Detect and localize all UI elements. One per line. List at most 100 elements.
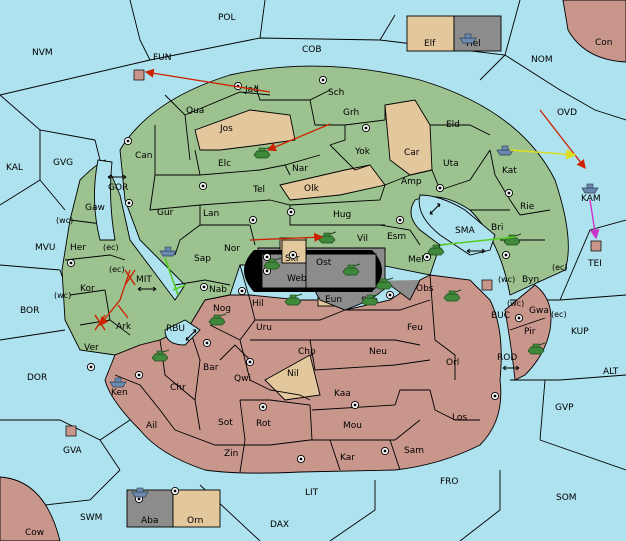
label-Byn: Byn (522, 275, 539, 285)
label-KAM: KAM (581, 194, 601, 204)
label-Feu: Feu (407, 323, 423, 333)
label-(wc): (wc) (498, 275, 515, 284)
sea-SMA-inlet[interactable] (418, 194, 496, 256)
label-Ark: Ark (116, 322, 132, 332)
label-GVA: GVA (63, 446, 83, 456)
label-Sot: Sot (218, 418, 233, 428)
label-Pir: Pir (524, 327, 536, 337)
label-TEI: TEI (587, 259, 602, 269)
label-DOR: DOR (27, 373, 47, 383)
territory-Jos[interactable] (194, 109, 296, 151)
label-Gur: Gur (157, 208, 174, 218)
label-Ken: Ken (111, 388, 128, 398)
label-Los: Los (452, 413, 467, 423)
label-FUN: FUN (153, 53, 172, 63)
label-Eun: Eun (325, 295, 342, 305)
label-MIT: MIT (136, 275, 152, 285)
label-Aba: Aba (141, 516, 158, 526)
sea-RBU-inlet[interactable] (164, 319, 201, 346)
label-Con: Con (595, 38, 613, 48)
label-(wc): (wc) (507, 299, 524, 308)
internal-borders-red (114, 264, 480, 473)
label-Obs: Obs (416, 284, 434, 294)
label-Elc: Elc (218, 159, 231, 169)
label-KAL: KAL (6, 163, 23, 173)
internal-borders (64, 84, 551, 336)
label-FRO: FRO (440, 477, 459, 487)
label-Hel: Hel (466, 39, 481, 49)
label-Esm: Esm (387, 232, 406, 242)
label-Can: Can (135, 151, 153, 161)
label-Grh: Grh (343, 108, 359, 118)
label-ROD: ROD (497, 353, 517, 363)
label-Mou: Mou (343, 421, 362, 431)
labels: POL NVM FUN COB NOM OVD KAL GVG GOR MVU … (6, 13, 619, 538)
label-GOR: GOR (108, 183, 128, 193)
label-Kar: Kar (340, 453, 355, 463)
label-Hug: Hug (333, 210, 351, 220)
label-Lan: Lan (203, 209, 219, 219)
label-Vil: Vil (357, 234, 368, 244)
label-Chr: Chr (170, 383, 186, 393)
label-Gwa: Gwa (529, 306, 549, 316)
label-Ost: Ost (316, 258, 332, 268)
label-(ec): (ec) (109, 265, 125, 274)
label-Orl: Orl (446, 358, 459, 368)
label-Ver: Ver (84, 343, 99, 353)
label-Bri: Bri (491, 223, 503, 233)
territory-Gwa-Pir[interactable] (504, 284, 552, 381)
label-Kat: Kat (502, 166, 517, 176)
label-Nog: Nog (213, 304, 231, 314)
sea-GOR-inlet[interactable] (94, 159, 116, 241)
label-Orn: Orn (187, 516, 203, 526)
territory-Elf[interactable] (406, 15, 455, 52)
label-Nor: Nor (224, 244, 240, 254)
label-Uta: Uta (443, 159, 459, 169)
territory-Hel[interactable] (453, 15, 502, 52)
label-Yok: Yok (354, 147, 371, 157)
label-Tel: Tel (252, 185, 265, 195)
label-Nil: Nil (287, 369, 299, 379)
label-RBU: RBU (166, 324, 185, 334)
label-Neu: Neu (369, 347, 387, 357)
label-BOR: BOR (20, 306, 39, 316)
label-Jos: Jos (219, 124, 233, 134)
label-Qwi: Qwi (234, 374, 251, 384)
label-Zin: Zin (224, 449, 238, 459)
label-Chp: Chp (298, 347, 316, 357)
label-Eld: Eld (446, 120, 460, 130)
connectors (107, 174, 520, 371)
label-Her: Her (70, 243, 86, 253)
label-(wc): (wc) (54, 291, 71, 300)
label-GVG: GVG (53, 158, 73, 168)
label-NOM: NOM (531, 55, 553, 65)
label-Car: Car (404, 148, 420, 158)
label-Elf: Elf (424, 39, 436, 49)
label-POL: POL (218, 13, 236, 23)
label-(wc): (wc) (56, 216, 73, 225)
label-SMA: SMA (455, 226, 475, 236)
label-OVD: OVD (557, 108, 577, 118)
label-Web: Web (287, 274, 307, 284)
label-MVU: MVU (35, 243, 56, 253)
label-(ec): (ec) (552, 263, 568, 272)
label-Nar: Nar (292, 164, 308, 174)
territory-Nil[interactable] (264, 354, 321, 401)
label-DAX: DAX (270, 520, 289, 530)
label-LIT: LIT (305, 488, 319, 498)
label-COB: COB (302, 45, 322, 55)
label-SWM: SWM (80, 513, 102, 523)
label-ALT: ALT (603, 367, 619, 377)
label-Sam: Sam (404, 446, 424, 456)
label-Ail: Ail (146, 421, 157, 431)
label-(ec): (ec) (103, 243, 119, 252)
label-Rie: Rie (520, 202, 535, 212)
label-BUC: BUC (491, 311, 510, 321)
label-KUP: KUP (571, 327, 589, 337)
label-Uru: Uru (256, 323, 272, 333)
territory-Orn[interactable] (172, 489, 221, 528)
label-Qua: Qua (186, 106, 204, 116)
label-Kor: Kor (80, 284, 95, 294)
orders (94, 68, 600, 331)
